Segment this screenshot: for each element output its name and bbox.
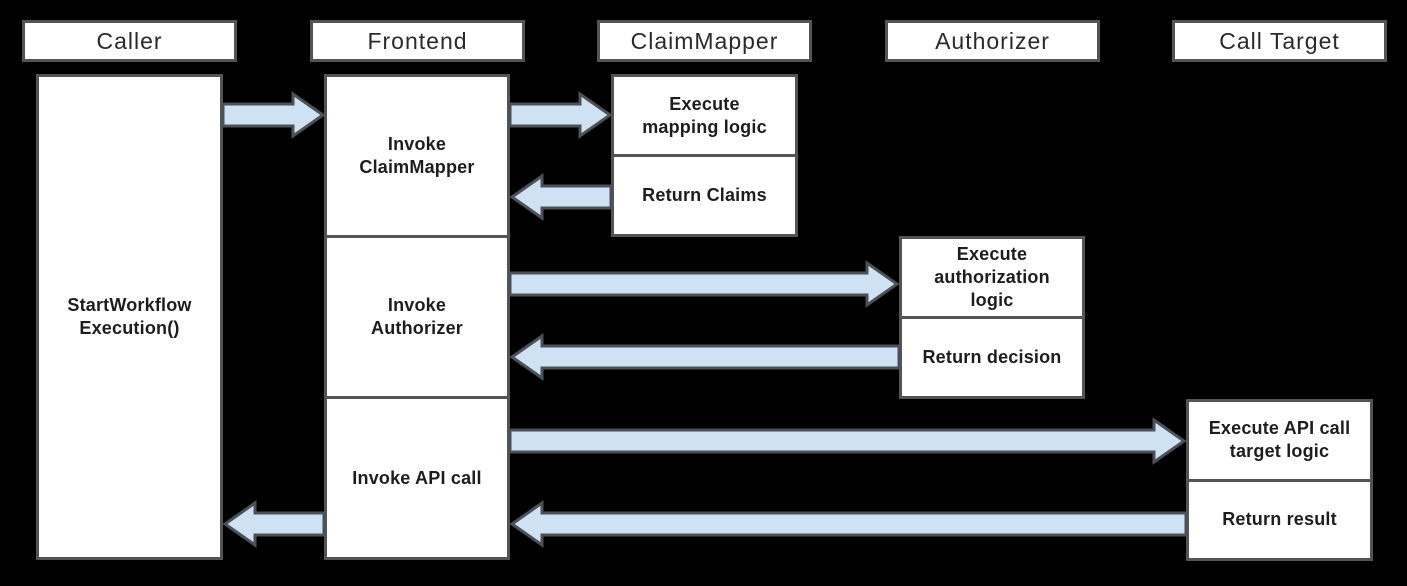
lifeline-header-calltarget: Call Target	[1172, 20, 1387, 62]
lifeline-label: Caller	[96, 28, 163, 54]
step-label: Return decision	[922, 347, 1062, 367]
arrow-authorizer-to-frontend	[509, 333, 901, 381]
lifeline-label: ClaimMapper	[630, 28, 779, 54]
lifeline-header-claimmapper: ClaimMapper	[597, 20, 812, 62]
step-label: Invoke ClaimMapper	[359, 134, 475, 177]
arrow-calltarget-to-frontend	[509, 500, 1188, 548]
lifeline-label: Call Target	[1219, 28, 1340, 54]
step-label: Invoke Authorizer	[371, 295, 463, 338]
lifeline-header-frontend: Frontend	[310, 20, 525, 62]
lifeline-header-authorizer: Authorizer	[885, 20, 1100, 62]
lifeline-label: Frontend	[367, 28, 468, 54]
lifeline-label: Authorizer	[935, 28, 1050, 54]
step-label: Invoke API call	[352, 467, 482, 488]
arrow-frontend-to-authorizer	[508, 260, 900, 308]
step-execute-authorization-logic: Execute authorization logic	[902, 239, 1082, 316]
step-label: Return result	[1222, 509, 1337, 530]
divider	[327, 396, 507, 399]
step-label: Execute authorization logic	[934, 244, 1050, 310]
step-invoke-authorizer: Invoke Authorizer	[327, 238, 507, 396]
arrow-frontend-to-claimmapper	[508, 91, 613, 139]
step-startworkflowexecution: StartWorkflow Execution()	[67, 295, 192, 338]
divider	[614, 154, 795, 157]
arrow-frontend-to-caller	[222, 500, 326, 548]
step-invoke-api-call: Invoke API call	[327, 399, 507, 557]
activation-calltarget: Execute API call target logic Return res…	[1186, 399, 1373, 561]
step-invoke-claimmapper: Invoke ClaimMapper	[327, 77, 507, 235]
arrow-frontend-to-calltarget	[508, 417, 1187, 465]
step-label: Execute API call target logic	[1208, 418, 1351, 462]
step-return-result: Return result	[1189, 482, 1370, 559]
arrow-caller-to-frontend	[221, 91, 326, 139]
step-label: Return Claims	[642, 185, 767, 205]
lifeline-header-caller: Caller	[22, 20, 237, 62]
arrow-claimmapper-to-frontend	[509, 173, 613, 221]
activation-authorizer: Execute authorization logic Return decis…	[899, 236, 1085, 399]
step-label: Execute mapping logic	[642, 93, 767, 137]
step-execute-mapping-logic: Execute mapping logic	[614, 77, 795, 154]
step-return-decision: Return decision	[902, 319, 1082, 396]
divider	[1189, 478, 1370, 482]
activation-frontend: Invoke ClaimMapper Invoke Authorizer Inv…	[324, 74, 510, 560]
step-execute-api-call-target-logic: Execute API call target logic	[1189, 402, 1370, 479]
step-return-claims: Return Claims	[614, 157, 795, 234]
divider	[902, 316, 1082, 319]
divider	[327, 235, 507, 238]
activation-caller: StartWorkflow Execution()	[36, 74, 223, 560]
activation-claimmapper: Execute mapping logic Return Claims	[611, 74, 798, 237]
